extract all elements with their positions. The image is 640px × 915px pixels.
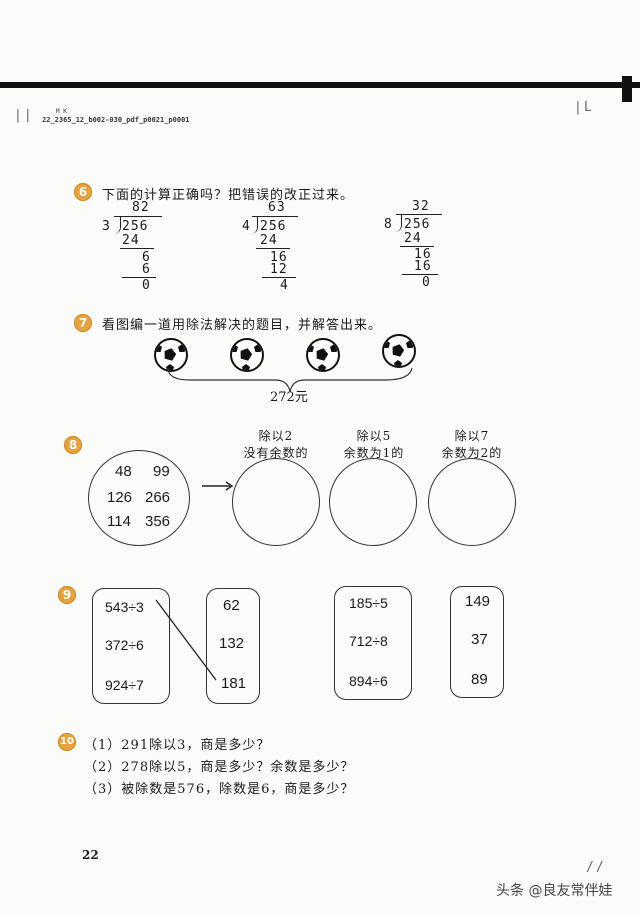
scan-mark-right: |L xyxy=(574,100,594,115)
arrow-right-icon xyxy=(202,481,234,491)
question-badge-6: 6 xyxy=(74,183,92,201)
step: 16 xyxy=(270,250,288,265)
divisor: 3 xyxy=(102,219,111,234)
answer-box-left: 62 132 181 xyxy=(206,588,260,704)
division-problem-3: 32 8 256 24 16 16 0 xyxy=(382,197,462,290)
step: 12 xyxy=(270,262,288,277)
expression: 372÷6 xyxy=(105,637,144,653)
answer-value: 62 xyxy=(223,597,240,614)
expression: 185÷5 xyxy=(349,595,388,611)
q7-prompt: 看图编一道用除法解决的题目，并解答出来。 xyxy=(102,318,383,333)
soccer-ball-icon xyxy=(382,334,416,368)
question-badge-9: 9 xyxy=(58,586,76,604)
number-item: 99 xyxy=(153,463,170,480)
step: 4 xyxy=(280,278,289,293)
answer-value: 181 xyxy=(221,675,247,692)
answer-value: 89 xyxy=(471,671,488,688)
price-brace xyxy=(167,367,413,393)
answer-value: 149 xyxy=(465,593,491,610)
answer-circle-1[interactable] xyxy=(232,458,320,546)
expression-box-right: 185÷5 712÷8 894÷6 xyxy=(334,586,412,700)
soccer-ball-icon xyxy=(230,338,264,372)
expression: 924÷7 xyxy=(105,677,144,693)
q10-item-3: （3）被除数是576，除数是6，商是多少？ xyxy=(84,782,355,797)
header-mark: M K xyxy=(56,108,67,115)
step: 0 xyxy=(142,278,151,293)
question-badge-8: 8 xyxy=(64,436,82,454)
soccer-ball-icon xyxy=(306,338,340,372)
division-problem-1: 82 3 256 24 6 6 0 xyxy=(100,200,180,293)
answer-value: 37 xyxy=(471,631,488,648)
question-badge-10: 10 xyxy=(58,733,76,751)
soccer-ball-icon xyxy=(154,338,188,372)
step: 6 xyxy=(142,262,151,277)
page-top-border xyxy=(0,82,640,88)
division-problem-2: 63 4 256 24 16 12 4 xyxy=(240,200,320,293)
step: 24 xyxy=(260,233,278,248)
scan-mark-bottom: // xyxy=(586,860,606,875)
step: 6 xyxy=(142,250,151,265)
column-label-2: 除以5 余数为1的 xyxy=(343,429,405,460)
column-label-1: 除以2 没有余数的 xyxy=(243,429,309,460)
number-item: 266 xyxy=(145,489,171,506)
number-item: 356 xyxy=(145,513,171,530)
q6-prompt: 下面的计算正确吗？把错误的改正过来。 xyxy=(102,188,355,203)
q10-item-2: （2）278除以5，商是多少？余数是多少？ xyxy=(84,760,355,775)
column-label-3: 除以7 余数为2的 xyxy=(441,429,503,460)
step: 24 xyxy=(122,233,140,248)
divisor: 4 xyxy=(242,219,251,234)
dividend: 256 xyxy=(404,217,431,232)
q10-item-1: （1）291除以3，商是多少？ xyxy=(84,738,271,753)
answer-circle-2[interactable] xyxy=(329,458,417,546)
step: 0 xyxy=(422,275,431,290)
number-set-circle: 48 99 126 266 114 356 xyxy=(88,450,190,546)
step: 16 xyxy=(414,247,432,262)
expression: 712÷8 xyxy=(349,633,388,649)
step: 16 xyxy=(414,259,432,274)
header-code: 22_2365_12_b002-030_pdf_p0021_p0001 xyxy=(42,116,190,124)
number-item: 114 xyxy=(107,513,131,530)
quotient: 63 xyxy=(268,200,286,215)
answer-circle-3[interactable] xyxy=(428,458,516,546)
expression: 543÷3 xyxy=(105,599,144,615)
number-item: 48 xyxy=(115,463,132,480)
number-item: 126 xyxy=(107,489,133,506)
total-price: 272元 xyxy=(270,390,308,405)
matching-line xyxy=(155,599,217,681)
quotient: 82 xyxy=(132,200,150,215)
dividend: 256 xyxy=(260,219,287,234)
quotient: 32 xyxy=(412,199,430,214)
expression: 894÷6 xyxy=(349,673,388,689)
watermark: 头条 @良友常伴娃 xyxy=(496,883,613,899)
answer-value: 132 xyxy=(219,635,245,652)
divisor: 8 xyxy=(384,217,393,232)
answer-box-right: 149 37 89 xyxy=(450,586,504,698)
corner-mark xyxy=(622,76,632,102)
scan-mark-left: || xyxy=(14,108,34,123)
page-number: 22 xyxy=(82,848,99,862)
expression-box-left: 543÷3 372÷6 924÷7 xyxy=(92,588,170,704)
dividend: 256 xyxy=(122,219,149,234)
step: 24 xyxy=(404,231,422,246)
question-badge-7: 7 xyxy=(74,314,92,332)
